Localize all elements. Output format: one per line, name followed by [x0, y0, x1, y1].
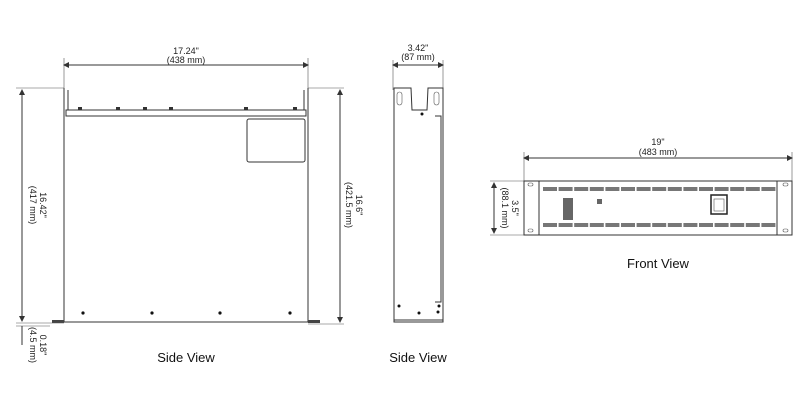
vent-slot [621, 223, 635, 227]
front-width-label: 19" [651, 137, 664, 147]
vent-slot [714, 223, 729, 227]
vent-slot [558, 187, 573, 191]
front-width-mm-label: (483 mm) [639, 147, 678, 157]
vent-slot [745, 223, 760, 227]
label-plate [246, 118, 306, 163]
vent-slot [589, 187, 604, 191]
vent-slot [761, 223, 776, 227]
vent-slot [652, 223, 667, 227]
vent-slot [636, 223, 651, 227]
vent-slot [683, 187, 698, 191]
height-right-label: 16.6" [354, 195, 364, 216]
vent-slot [589, 223, 604, 227]
vent-slot [730, 223, 745, 227]
width-label: 17.24" [173, 46, 199, 56]
vent-slot [574, 223, 589, 227]
vent-slot [683, 223, 698, 227]
vent-slot [574, 187, 589, 191]
side-view-caption: Side View [157, 350, 215, 365]
front-view-caption: Front View [627, 256, 690, 271]
chassis-outline [393, 87, 444, 323]
vent-slot [636, 187, 651, 191]
height-right-mm-label: (421.5 mm) [344, 182, 354, 228]
vent-slot [543, 187, 557, 191]
width-mm-label: (438 mm) [167, 55, 206, 65]
front-height-mm-label: (88.1 mm) [500, 187, 510, 228]
vent-slot [745, 187, 760, 191]
vent-slot [761, 187, 776, 191]
foot-height-mm-label: (4.5 mm) [28, 327, 38, 363]
side-view-1: 17.24" (438 mm) 16.42" (417 mm) [16, 46, 364, 365]
height-left-label: 16.42" [38, 192, 48, 218]
vent-slot [558, 223, 573, 227]
vent-slot [605, 223, 620, 227]
vent-slot [652, 187, 667, 191]
vent-slot [667, 223, 682, 227]
vent-slots [543, 187, 776, 227]
vent-slot [699, 187, 713, 191]
vent-slot [621, 187, 635, 191]
side-view-2: 3.42" (87 mm) Side View [389, 43, 447, 365]
foot-height-label: 0.18" [38, 335, 48, 356]
vent-slot [714, 187, 729, 191]
vent-slot [605, 187, 620, 191]
rack-panel [523, 180, 793, 236]
vent-slot [543, 223, 557, 227]
side-view-2-caption: Side View [389, 350, 447, 365]
front-height-label: 3.5" [510, 200, 520, 216]
vent-slot [730, 187, 745, 191]
depth-mm-label: (87 mm) [401, 52, 435, 62]
chassis-outline [63, 88, 309, 323]
height-left-mm-label: (417 mm) [28, 186, 38, 225]
vent-slot [699, 223, 713, 227]
front-view: 19" (483 mm) 3.5" (88.1 mm) Front View [490, 137, 793, 271]
top-rail [65, 109, 307, 117]
depth-label: 3.42" [408, 43, 429, 53]
vent-slot [667, 187, 682, 191]
